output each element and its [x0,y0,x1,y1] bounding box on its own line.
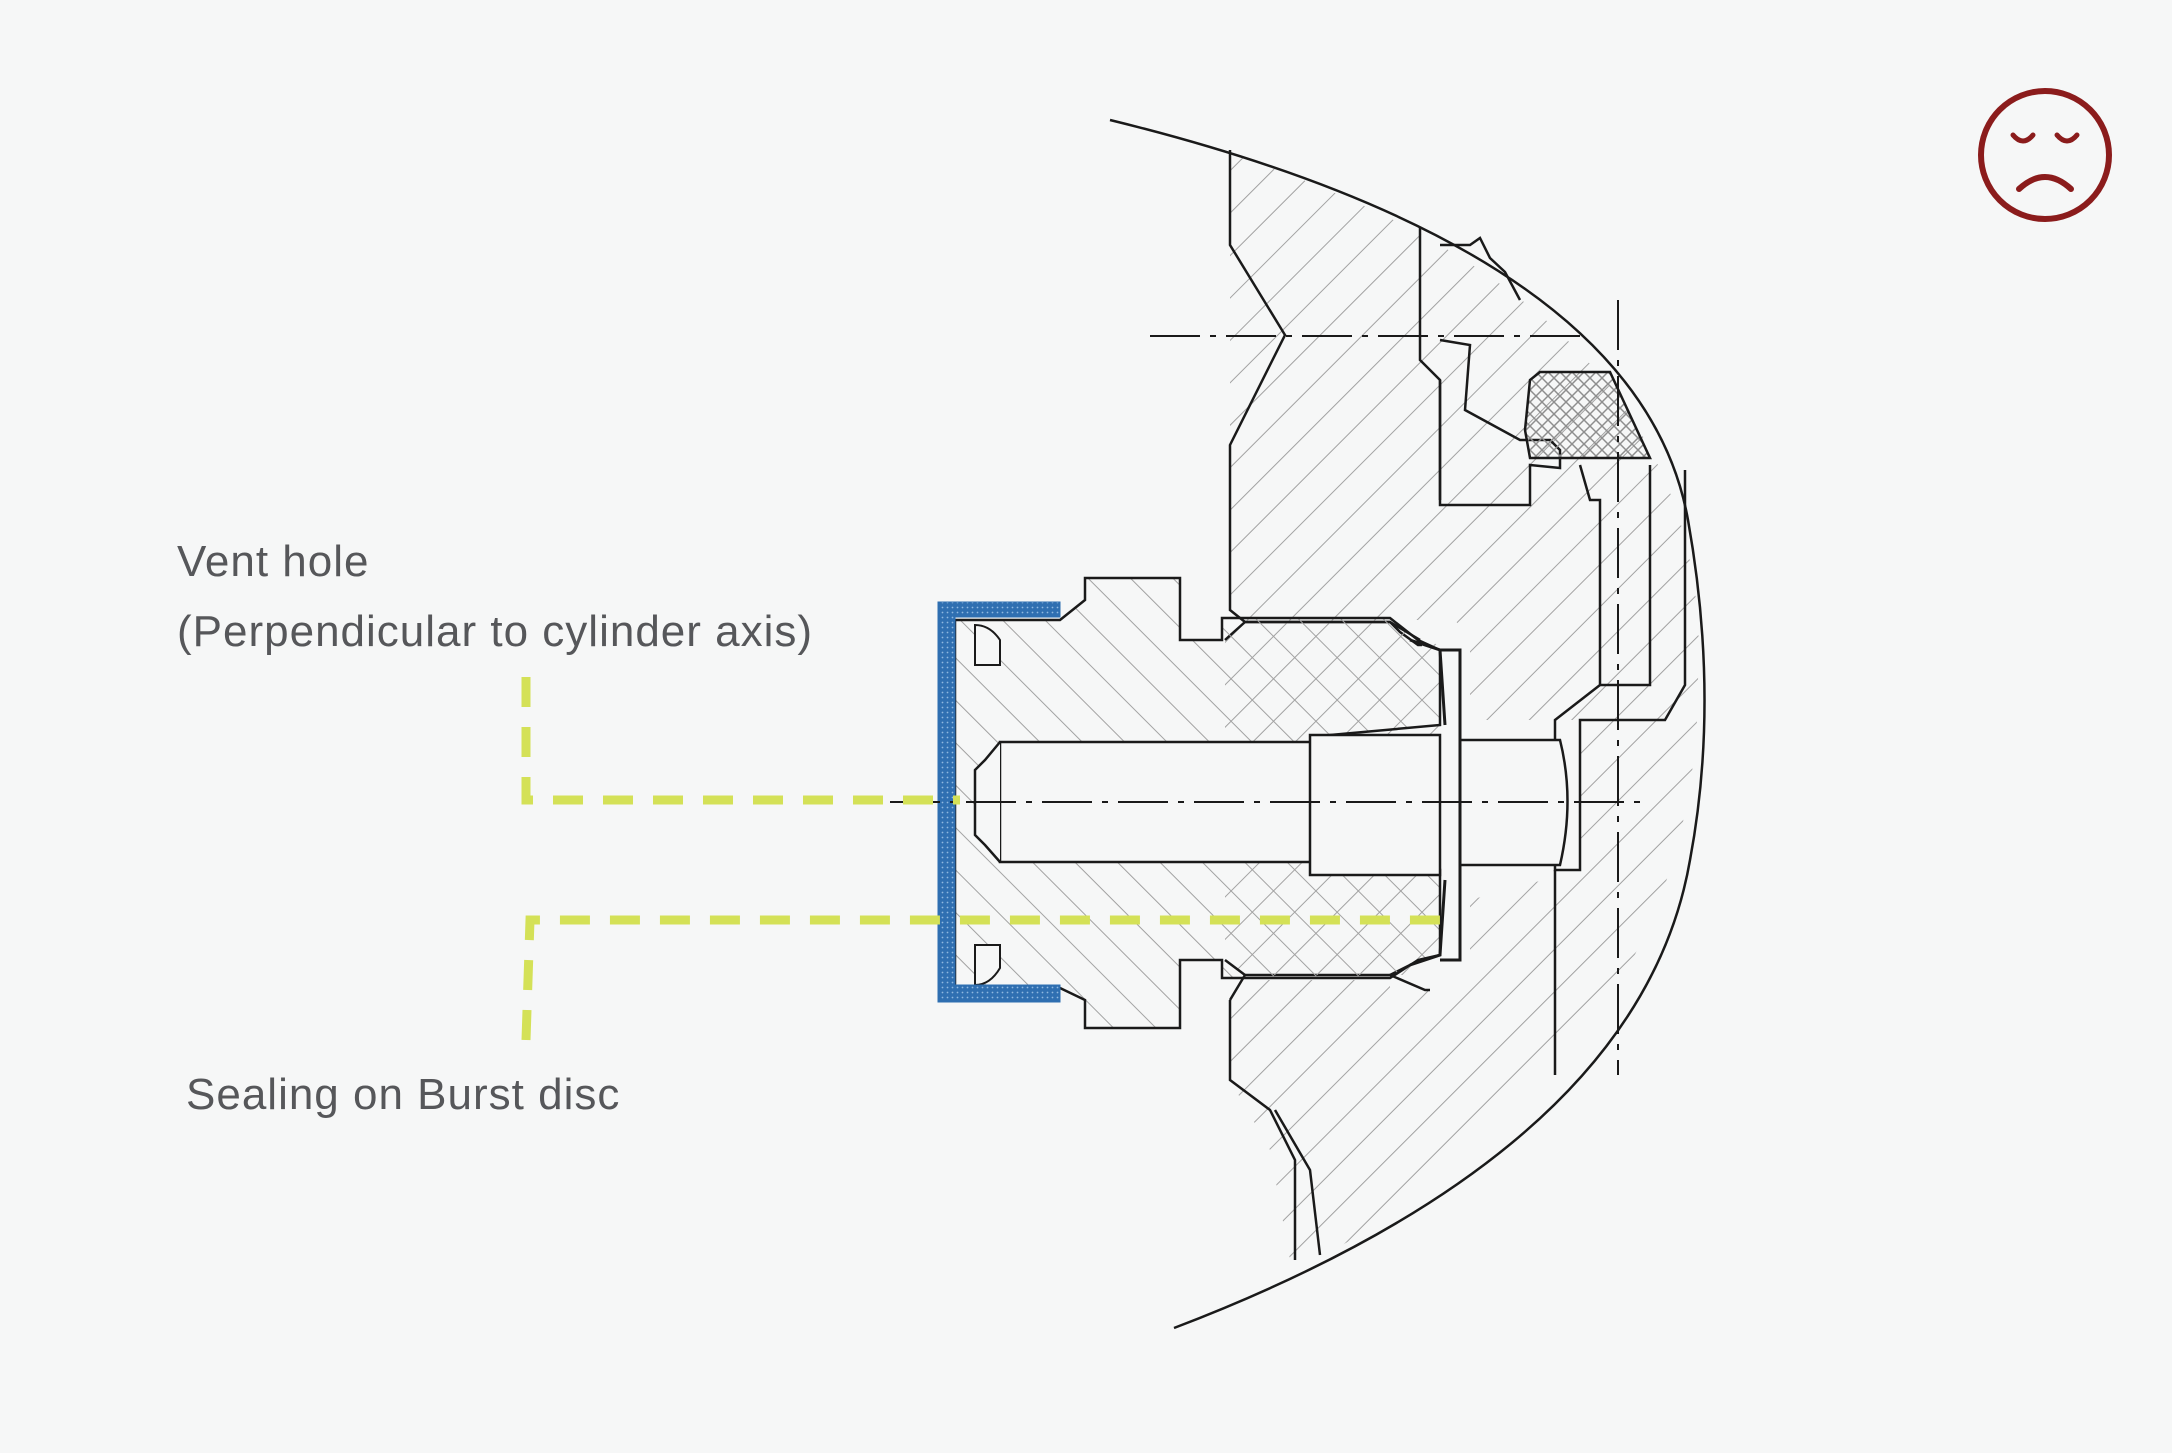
sealing-label: Sealing on Burst disc [186,1070,621,1119]
burst-disc [937,601,1061,1003]
leader-lines [521,677,1450,1041]
center-lines [890,300,1650,1075]
vent-hole-subtitle: (Perpendicular to cylinder axis) [177,607,814,656]
outer-boundary [1109,118,1706,1330]
sad-face-icon [1978,88,2112,222]
vent-hole-title: Vent hole [177,537,370,586]
vent-hole-label: Vent hole (Perpendicular to cylinder axi… [177,527,813,667]
